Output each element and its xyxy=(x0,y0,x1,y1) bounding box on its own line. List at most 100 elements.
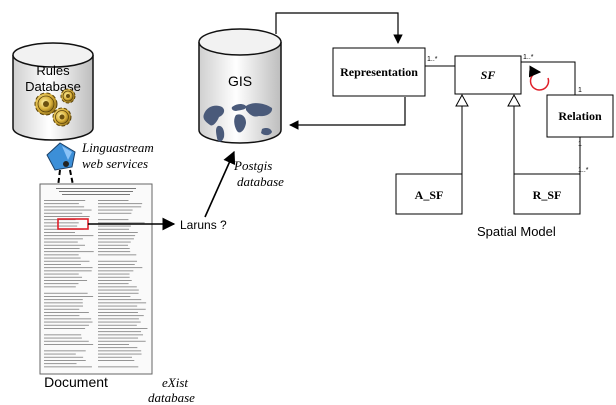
document-text-line xyxy=(98,344,130,345)
document-text-line xyxy=(44,235,94,237)
query-to-gis-arrow xyxy=(204,150,236,218)
document-text-line xyxy=(98,305,138,307)
mult-sf-relation: 1..* xyxy=(523,54,534,61)
document-text-line xyxy=(98,209,133,211)
document-text-line xyxy=(98,273,130,275)
document-text-line xyxy=(98,203,143,205)
document-text-line xyxy=(44,366,92,368)
gis-to-representation-arrow xyxy=(275,12,403,44)
class-a-sf xyxy=(395,173,463,215)
document-text-line xyxy=(98,296,131,297)
document-text-line xyxy=(44,315,80,317)
document-text-line xyxy=(44,200,86,201)
class-sf xyxy=(454,55,522,95)
document-text-line xyxy=(98,244,129,246)
document-text-line xyxy=(98,302,147,304)
document-text-line xyxy=(44,264,82,265)
document-text-line xyxy=(98,222,145,224)
exist-label-2: database xyxy=(148,390,195,405)
document-text-lines xyxy=(44,188,148,368)
class-r-sf xyxy=(513,173,581,215)
document-text-line xyxy=(98,299,142,301)
world-map-icon xyxy=(203,103,273,142)
document-text-line xyxy=(98,260,138,262)
document-text-line xyxy=(98,321,141,323)
class-r-sf-label: R_SF xyxy=(533,188,562,202)
gis-database: GIS Postgis database xyxy=(198,28,284,189)
document-text-line xyxy=(44,299,83,301)
document-text-line xyxy=(98,353,142,355)
document-text-line xyxy=(44,276,83,278)
mult-rep-sf: 1..* xyxy=(427,56,438,63)
document-text-line xyxy=(98,232,138,233)
document-header-line xyxy=(62,194,130,195)
document-text-line xyxy=(98,254,137,256)
document-text-line xyxy=(98,212,132,214)
document-text-line xyxy=(44,286,76,288)
rules-database: Rules Database xyxy=(12,42,94,141)
mult-relation-bottom: 1 xyxy=(578,141,582,148)
postgis-label-1: Postgis xyxy=(233,158,272,173)
document-text-line xyxy=(98,225,131,227)
document-text-line xyxy=(98,350,142,352)
document-text-line xyxy=(44,353,76,355)
document-text-line xyxy=(44,321,93,323)
document-text-line xyxy=(44,225,78,227)
document-text-line xyxy=(98,337,139,339)
spatial-model: Representation SF Relation A_SF R_SF 1..… xyxy=(332,47,614,239)
exist-label-1: eXist xyxy=(162,375,188,390)
document-text-line xyxy=(98,238,134,240)
document-text-line xyxy=(98,318,139,320)
document-text-line xyxy=(98,356,133,358)
document-text-line xyxy=(44,267,93,269)
document-text-line xyxy=(44,350,86,352)
document-text-line xyxy=(44,283,79,285)
document-text-line xyxy=(44,308,80,310)
document-text-line xyxy=(44,248,80,249)
document-text-line xyxy=(98,228,130,230)
document-text-line xyxy=(98,334,144,336)
spatial-model-title: Spatial Model xyxy=(477,224,556,239)
document-text-line xyxy=(44,238,83,240)
document-text-line xyxy=(98,292,139,294)
lens-icon xyxy=(46,142,76,171)
document-text-line xyxy=(44,305,84,307)
document-text-line xyxy=(98,286,137,288)
document-text-line xyxy=(44,244,86,246)
document-text-line xyxy=(44,241,78,243)
document-text-line xyxy=(44,251,94,253)
linguastream-label-2: web services xyxy=(82,156,148,171)
document-text-line xyxy=(98,347,138,349)
document-label: Document xyxy=(44,374,108,390)
document-text-line xyxy=(44,363,77,365)
document-text-line xyxy=(44,318,92,320)
document-text-line xyxy=(98,241,131,243)
document-text-line xyxy=(98,270,134,272)
query-label: Laruns ? xyxy=(180,218,227,232)
document-text-line xyxy=(98,315,144,317)
mult-relation-top: 1 xyxy=(578,87,582,94)
document-header-line xyxy=(59,191,133,192)
document-text-line xyxy=(44,344,94,345)
document-text-line xyxy=(44,216,90,217)
document-text-line xyxy=(44,273,79,275)
document-text-line xyxy=(44,206,85,208)
document-text-line xyxy=(98,308,146,310)
document-text-line xyxy=(44,312,89,313)
document-text-line xyxy=(98,251,131,253)
document-text-line xyxy=(98,200,129,201)
document-text-line xyxy=(44,302,83,304)
document-text-line xyxy=(44,296,94,297)
document-text-line xyxy=(44,203,79,205)
document-text-line xyxy=(98,366,139,368)
document-text-line xyxy=(44,254,79,256)
document-text-line xyxy=(98,360,135,361)
document-text-line xyxy=(98,283,129,285)
document-text-line xyxy=(44,209,92,211)
document-text-line xyxy=(44,334,82,336)
document-page: Document eXist database xyxy=(39,183,195,405)
document-text-line xyxy=(44,280,88,281)
document-text-line xyxy=(44,257,81,259)
class-representation-label: Representation xyxy=(340,65,418,79)
